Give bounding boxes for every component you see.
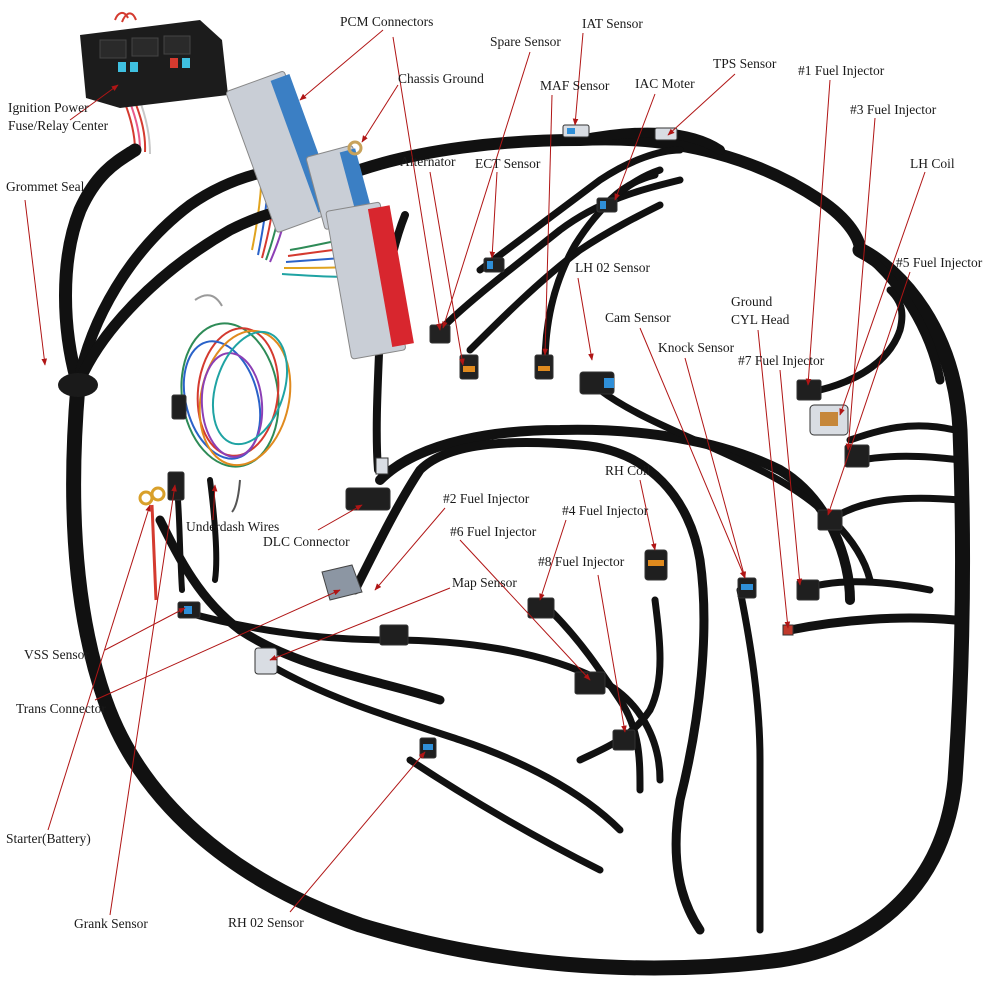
leader-rh-coil	[639, 479, 657, 551]
label-ect-sensor: ECT Sensor	[475, 156, 541, 171]
leader-spare-sensor	[442, 51, 531, 329]
callout-labels: Ignition Power Fuse/Relay Center Grommet…	[6, 14, 983, 931]
leader-knock-sensor	[684, 357, 747, 579]
label-iac-moter: IAC Moter	[635, 76, 695, 91]
label-fuse-relay-center: Fuse/Relay Center	[8, 118, 109, 133]
label-dlc-connector: DLC Connector	[263, 534, 350, 549]
leader-alternator	[429, 171, 465, 366]
leader-dlc-connector	[317, 504, 363, 531]
label-fuel-injector-2: #2 Fuel Injector	[443, 491, 530, 506]
leader-chassis-ground	[361, 84, 399, 143]
label-ground: Ground	[731, 294, 772, 309]
label-cyl-head: CYL Head	[731, 312, 790, 327]
leader-cam-sensor	[639, 327, 746, 579]
label-alternator: Alternator	[400, 154, 456, 169]
label-knock-sensor: Knock Sensor	[658, 340, 735, 355]
leader-grank-sensor	[109, 484, 177, 916]
label-fuel-injector-7: #7 Fuel Injector	[738, 353, 825, 368]
leader-fuel-injector-7	[779, 369, 803, 586]
leader-lh-coil	[839, 171, 926, 416]
leader-iac-moter	[614, 93, 656, 201]
label-underdash-wires: Underdash Wires	[186, 519, 279, 534]
leader-fuel-injector-6	[459, 539, 591, 681]
leader-vss-sensor	[104, 607, 186, 651]
leader-iat-sensor	[572, 32, 584, 126]
label-spare-sensor: Spare Sensor	[490, 34, 561, 49]
leader-rh-02-sensor	[289, 751, 426, 913]
leader-pcm-connectors-2	[392, 36, 442, 331]
label-lh-02-sensor: LH 02 Sensor	[575, 260, 650, 275]
label-starter-battery: Starter(Battery)	[6, 831, 91, 846]
grommet	[58, 373, 98, 397]
label-grommet-seal: Grommet Seal	[6, 179, 85, 194]
leader-lh-02-sensor	[577, 277, 594, 361]
label-fuel-injector-3: #3 Fuel Injector	[850, 102, 937, 117]
label-trans-connector: Trans Connector	[16, 701, 106, 716]
leader-pcm-connectors	[299, 29, 384, 101]
label-cam-sensor: Cam Sensor	[605, 310, 671, 325]
label-map-sensor: Map Sensor	[452, 575, 517, 590]
label-rh-02-sensor: RH 02 Sensor	[228, 915, 304, 930]
label-fuel-injector-1: #1 Fuel Injector	[798, 63, 885, 78]
label-vss-sensor: VSS Sensor	[24, 647, 89, 662]
pcm-connector-red	[325, 201, 414, 360]
label-fuel-injector-6: #6 Fuel Injector	[450, 524, 537, 539]
leader-fuse-relay-center	[69, 84, 119, 121]
leader-fuel-injector-5	[827, 271, 911, 516]
label-chassis-ground: Chassis Ground	[398, 71, 484, 86]
label-rh-coil: RH Coil	[605, 463, 651, 478]
leader-grommet-seal	[24, 199, 48, 366]
leader-maf-sensor	[542, 94, 553, 356]
harness-looms	[59, 127, 970, 976]
label-lh-coil: LH Coil	[910, 156, 955, 171]
harness-illustration	[58, 12, 970, 976]
leader-tps-sensor	[667, 73, 736, 136]
label-fuel-injector-8: #8 Fuel Injector	[538, 554, 625, 569]
leader-map-sensor	[269, 587, 451, 661]
leader-fuel-injector-1	[805, 79, 831, 386]
label-iat-sensor: IAT Sensor	[582, 16, 643, 31]
leader-fuel-injector-4	[539, 519, 567, 601]
label-fuel-injector-4: #4 Fuel Injector	[562, 503, 649, 518]
leader-fuel-injector-8	[597, 574, 627, 733]
label-ignition-power: Ignition Power	[8, 100, 89, 115]
leader-lines	[24, 29, 926, 916]
label-fuel-injector-5: #5 Fuel Injector	[896, 255, 983, 270]
harness-connectors	[138, 124, 870, 759]
leader-trans-connector	[94, 589, 341, 701]
label-tps-sensor: TPS Sensor	[713, 56, 777, 71]
label-pcm-connectors: PCM Connectors	[340, 14, 433, 29]
leader-fuel-injector-2	[374, 507, 446, 591]
leader-starter-battery	[47, 504, 151, 831]
underdash-wire-loops	[180, 294, 292, 513]
leader-ect-sensor	[489, 171, 498, 259]
label-grank-sensor: Grank Sensor	[74, 916, 148, 931]
leader-underdash-wires	[211, 484, 218, 521]
label-maf-sensor: MAF Sensor	[540, 78, 610, 93]
leader-ground-cyl-head	[757, 329, 791, 629]
leader-fuel-injector-3	[845, 117, 876, 451]
fuse-relay-center	[80, 20, 228, 108]
